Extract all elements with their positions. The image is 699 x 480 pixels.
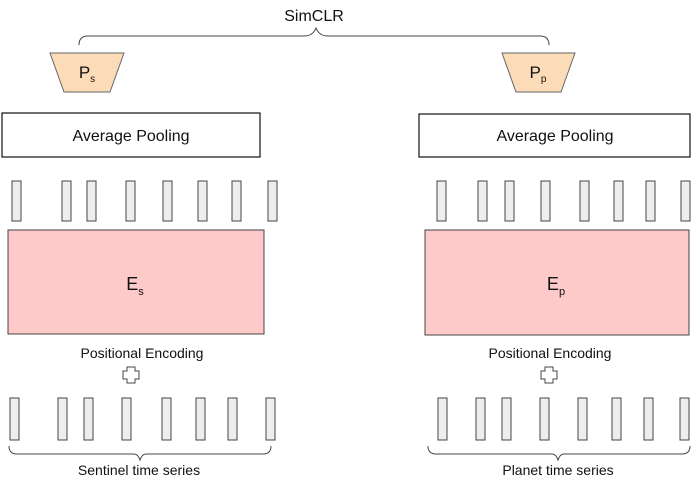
- sentinel-branch: Ps Average Pooling Es Positional Encodin…: [1, 52, 278, 478]
- token-p-input-4: [539, 397, 550, 441]
- positional-encoding-label-p: Positional Encoding: [489, 345, 612, 361]
- token-s-input-5: [161, 397, 172, 441]
- token-p-encoded-4: [540, 180, 551, 222]
- input-tokens-p: [437, 397, 690, 441]
- encoded-tokens-s: [11, 180, 278, 222]
- token-p-input-1: [437, 397, 448, 441]
- projector-s-label: Ps: [79, 63, 95, 85]
- token-p-encoded-7: [645, 180, 656, 222]
- token-p-encoded-3: [504, 180, 515, 222]
- token-s-input-3: [83, 397, 94, 441]
- encoder-s: [7, 229, 265, 335]
- series-brace-p: [427, 445, 691, 462]
- token-s-encoded-4: [125, 180, 136, 222]
- token-s-encoded-8: [267, 180, 278, 222]
- token-s-encoded-6: [197, 180, 208, 222]
- token-s-input-7: [227, 397, 238, 441]
- token-p-encoded-2: [477, 180, 488, 222]
- diagram-title: SimCLR: [284, 8, 344, 25]
- token-s-encoded-1: [11, 180, 22, 222]
- plus-icon: [122, 366, 140, 384]
- token-p-encoded-5: [579, 180, 590, 222]
- simclr-brace: [78, 26, 550, 46]
- token-s-input-8: [265, 397, 276, 441]
- token-p-input-3: [501, 397, 512, 441]
- token-s-input-6: [195, 397, 206, 441]
- token-p-input-6: [611, 397, 622, 441]
- token-p-encoded-1: [436, 180, 447, 222]
- series-brace-s: [8, 445, 272, 462]
- token-p-input-5: [577, 397, 588, 441]
- encoder-s-label: Es: [126, 274, 144, 298]
- series-label-p: Planet time series: [502, 462, 613, 478]
- token-p-input-2: [475, 397, 486, 441]
- token-s-input-4: [121, 397, 132, 441]
- average-pooling-label-s: Average Pooling: [72, 128, 189, 145]
- average-pooling-label-p: Average Pooling: [496, 128, 613, 145]
- encoder-p-label: Ep: [547, 274, 565, 298]
- token-s-encoded-7: [231, 180, 242, 222]
- token-s-encoded-5: [162, 180, 173, 222]
- token-p-encoded-8: [680, 180, 691, 222]
- token-s-input-2: [57, 397, 68, 441]
- input-tokens-s: [9, 397, 276, 441]
- average-pooling-box-p: [418, 113, 691, 158]
- series-label-s: Sentinel time series: [78, 462, 200, 478]
- encoder-p: [424, 229, 690, 336]
- token-s-encoded-3: [86, 180, 97, 222]
- token-s-input-1: [9, 397, 20, 441]
- token-p-input-7: [643, 397, 654, 441]
- positional-encoding-label-s: Positional Encoding: [81, 345, 204, 361]
- token-p-input-8: [679, 397, 690, 441]
- encoded-tokens-p: [436, 180, 691, 222]
- projector-p: [501, 52, 576, 93]
- projector-s: [49, 52, 125, 93]
- average-pooling-box-s: [1, 112, 261, 158]
- planet-branch: Pp Average Pooling Ep Positional Encodin…: [418, 52, 691, 478]
- token-s-encoded-2: [61, 180, 72, 222]
- projector-p-label: Pp: [530, 63, 547, 85]
- plus-icon: [540, 366, 558, 384]
- token-p-encoded-6: [613, 180, 624, 222]
